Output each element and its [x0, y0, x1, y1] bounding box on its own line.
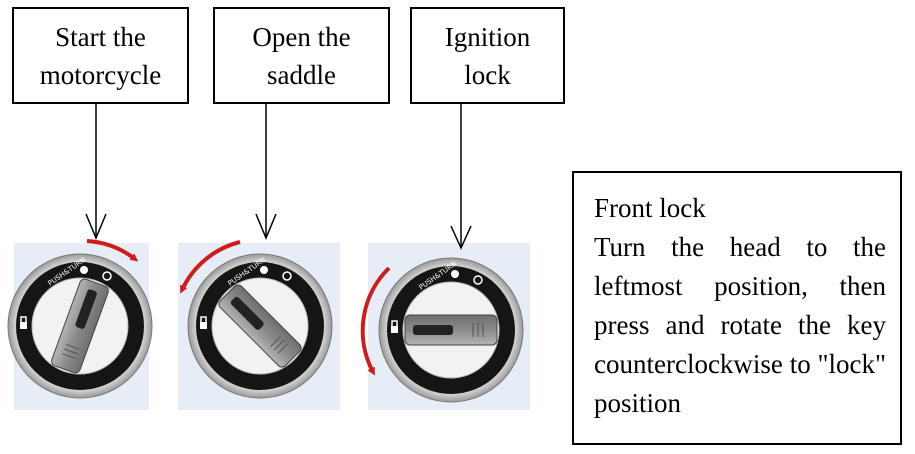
pointer-arrow-start: [85, 104, 107, 240]
saddle-icon: [260, 266, 268, 274]
lock-icon: [20, 316, 27, 329]
rotation-arrow-counterclockwise: [360, 266, 391, 376]
label-start-line2: motorcycle: [39, 59, 162, 90]
ignition-dial-lock: PUSH&TURN: [360, 257, 524, 403]
label-ignition-line1: Ignition: [444, 21, 531, 52]
key-knob: [404, 314, 498, 346]
ignition-dial-saddle: PUSH&TURN: [180, 240, 333, 399]
rotation-arrow-clockwise: [86, 239, 139, 262]
lock-icon: [200, 316, 207, 329]
front-lock-note: Front lock Turn the head to the leftmost…: [572, 171, 902, 445]
label-saddle-line1: Open the: [252, 21, 351, 52]
ignition-dial-start: PUSH&TURN: [7, 239, 153, 399]
key-knob: [218, 284, 302, 368]
power-icon: [282, 271, 292, 281]
label-start-motorcycle: Start the motorcycle: [12, 7, 189, 104]
key-knob: [51, 278, 109, 374]
pointer-arrow-saddle: [255, 104, 277, 240]
saddle-icon: [80, 266, 88, 274]
label-ignition-line2: lock: [464, 59, 511, 90]
rotation-arrow-counterclockwise: [180, 240, 241, 294]
saddle-icon: [451, 270, 459, 278]
note-title: Front lock: [594, 193, 706, 223]
label-ignition-lock: Ignition lock: [410, 7, 565, 104]
label-open-saddle: Open the saddle: [213, 7, 390, 104]
label-start-line1: Start the: [55, 21, 146, 52]
lock-icon: [391, 320, 398, 333]
power-icon: [473, 275, 483, 285]
note-body: Turn the head to the leftmost position, …: [594, 232, 886, 418]
power-icon: [102, 271, 112, 281]
label-saddle-line2: saddle: [267, 59, 336, 90]
pointer-arrow-ignition: [450, 104, 472, 250]
